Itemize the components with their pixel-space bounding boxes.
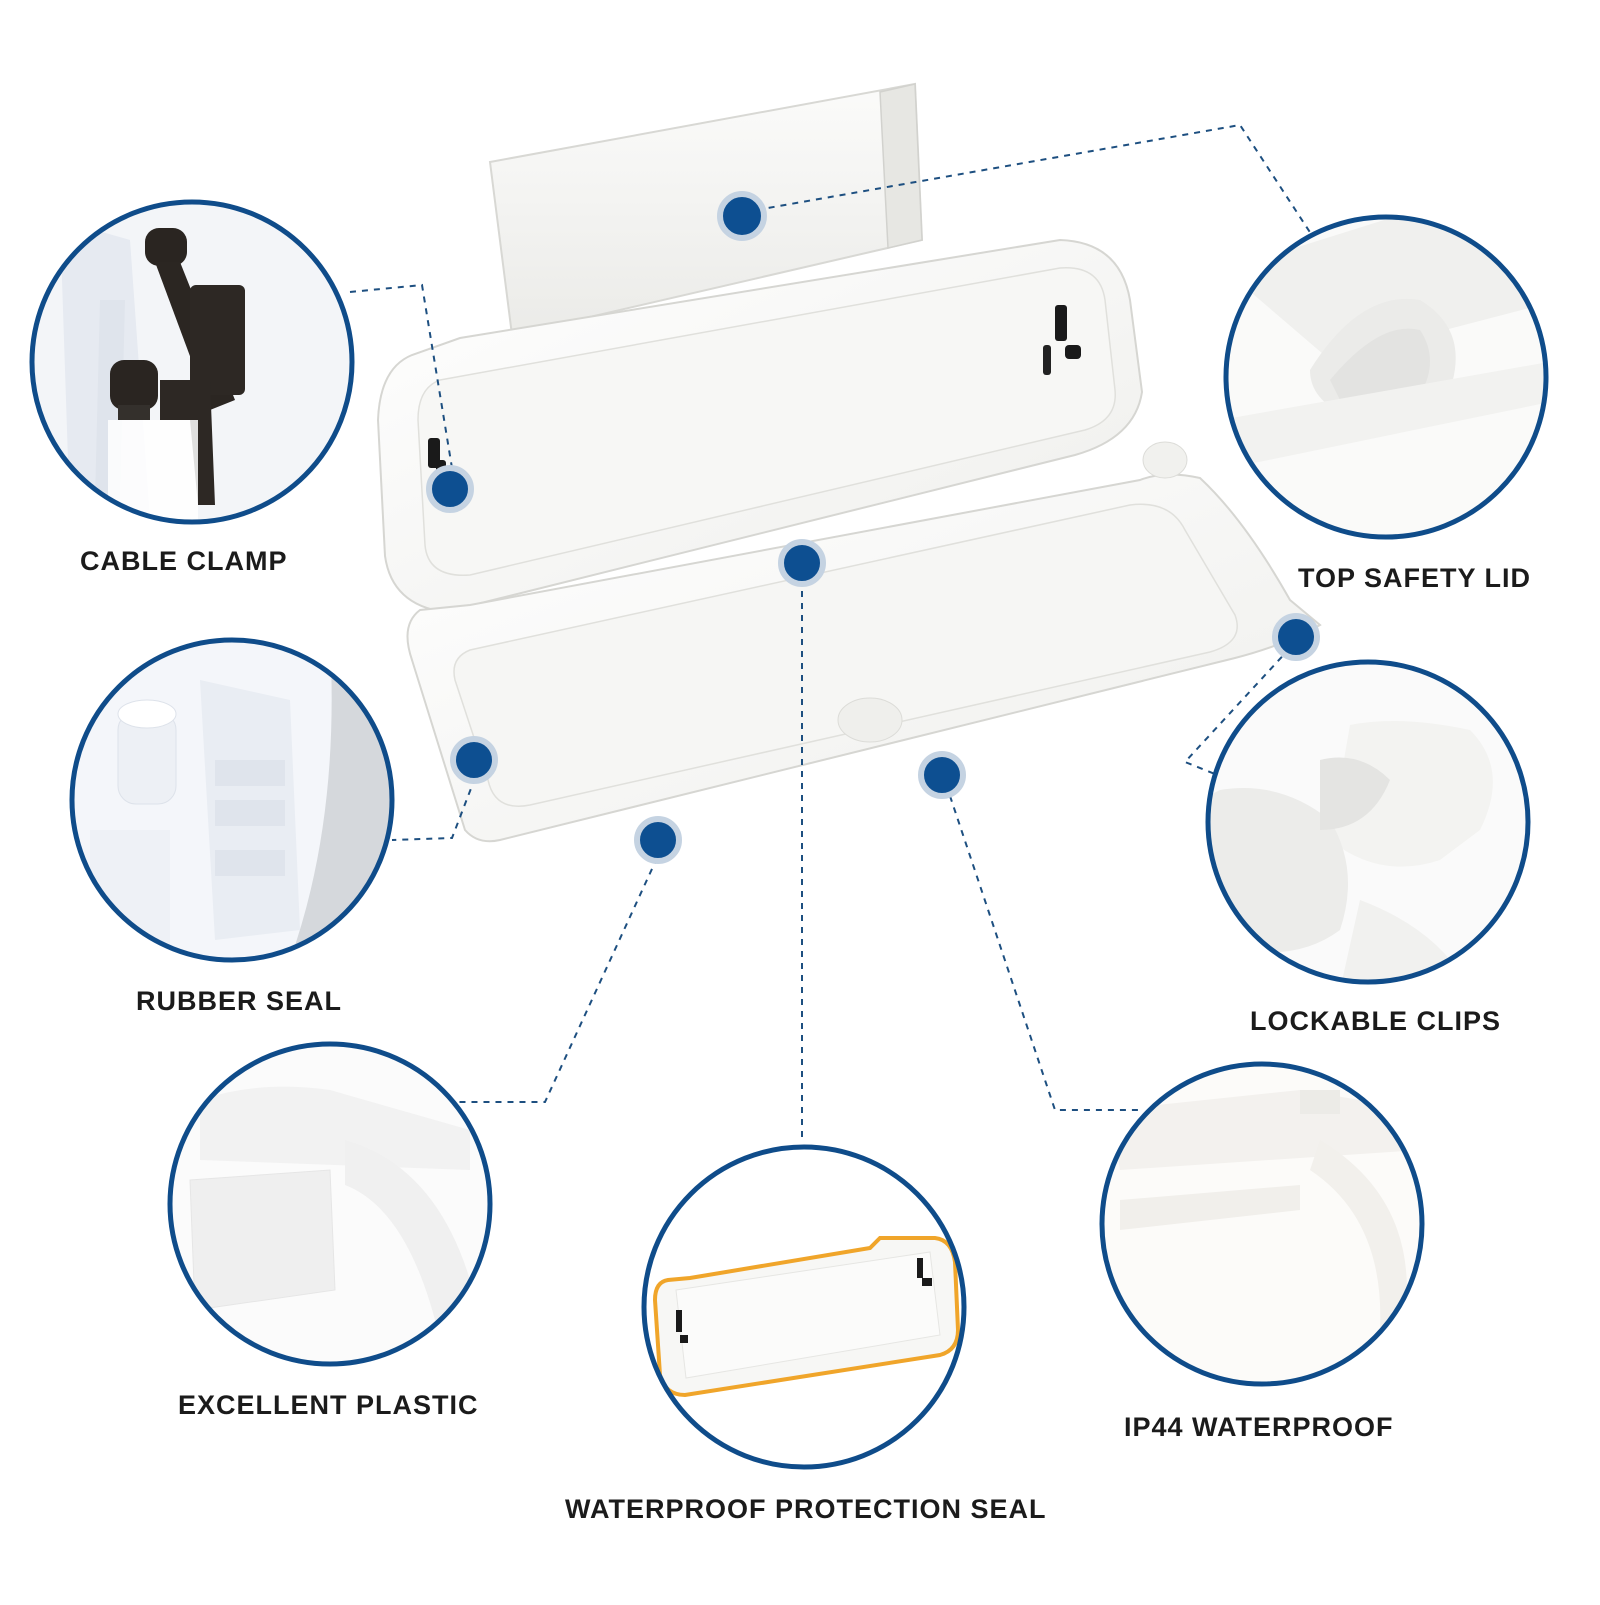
label-ip44-waterproof: IP44 WATERPROOF (1124, 1412, 1394, 1442)
leader-lockable-clips (1183, 647, 1291, 779)
marker-top-lid (717, 191, 767, 241)
label-excellent-plastic: EXCELLENT PLASTIC (178, 1390, 479, 1420)
marker-excellent-plastic (634, 816, 682, 864)
marker-rubber-seal (450, 736, 498, 784)
detail-circle-rubber-seal (69, 637, 395, 963)
detail-circle-waterproof-protection-seal (641, 1144, 967, 1470)
detail-circle-ip44-waterproof (1099, 1061, 1425, 1387)
leader-lines (349, 123, 1316, 1140)
marker-cable-clamp (426, 465, 474, 513)
leader-excellent-plastic (452, 857, 658, 1103)
label-waterproof-protection-seal: WATERPROOF PROTECTION SEAL (565, 1494, 1047, 1524)
detail-circle-excellent-plastic (167, 1041, 493, 1367)
leader-ip44 (949, 795, 1138, 1111)
detail-circle-top-safety-lid (1223, 214, 1549, 540)
detail-circle-cable-clamp (29, 199, 355, 525)
leader-cable-clamp (349, 283, 453, 469)
product-enclosure (376, 82, 1322, 843)
cable-clamp-black-right (1043, 305, 1081, 375)
detail-circle-lockable-clips (1205, 659, 1531, 985)
marker-waterproof-seal (778, 539, 826, 587)
marker-lockable-clips (1272, 613, 1320, 661)
leader-rubber-seal (391, 777, 476, 841)
label-rubber-seal: RUBBER SEAL (136, 986, 343, 1016)
label-lockable-clips: LOCKABLE CLIPS (1250, 1006, 1502, 1036)
label-cable-clamp: CABLE CLAMP (80, 546, 288, 576)
marker-dots (426, 191, 1320, 864)
label-top-safety-lid: TOP SAFETY LID (1298, 563, 1532, 593)
marker-ip44 (918, 751, 966, 799)
